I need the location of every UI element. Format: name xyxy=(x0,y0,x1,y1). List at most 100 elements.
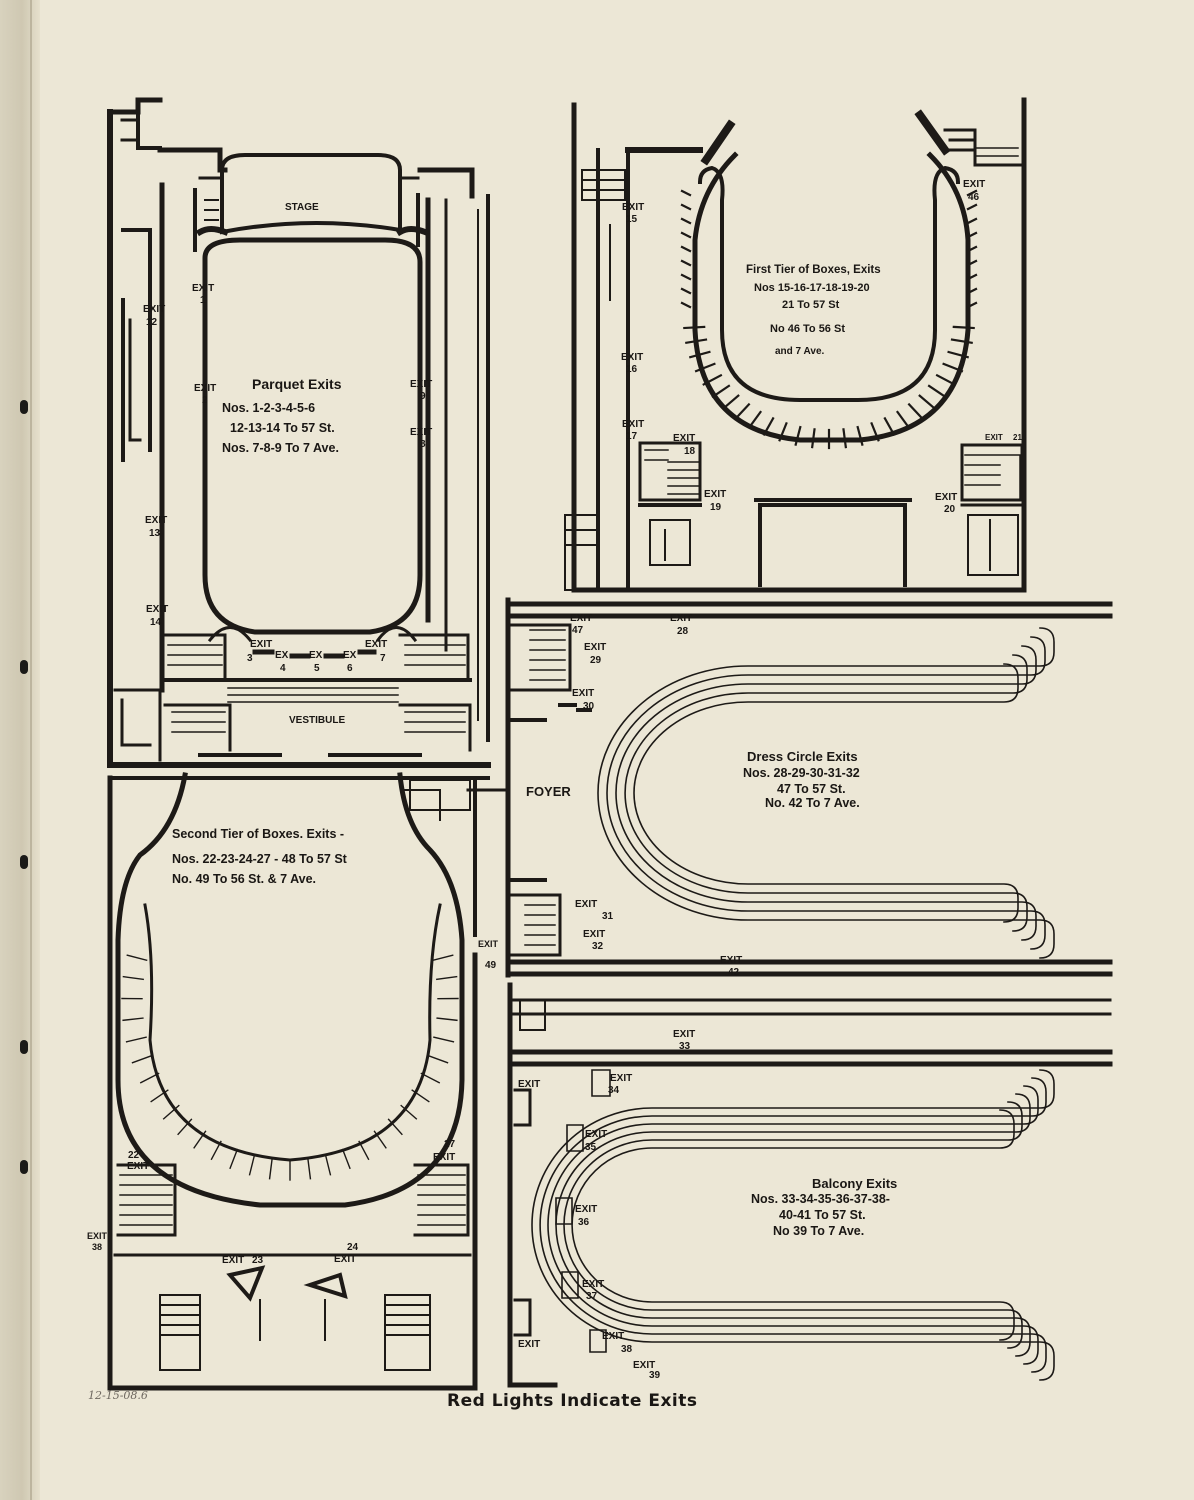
exit-28-word: EXIT xyxy=(670,613,693,624)
box-partition xyxy=(680,203,692,211)
dress-circle-row xyxy=(624,654,1028,932)
box-partition xyxy=(966,287,978,295)
exit-21-word: EXIT xyxy=(985,433,1003,442)
binding-hole xyxy=(20,1040,28,1054)
box-partition xyxy=(883,416,896,436)
dress-circle-line-3: No. 42 To 7 Ave. xyxy=(765,796,860,810)
box-partition xyxy=(966,245,978,253)
box-partition xyxy=(680,273,692,281)
box-partition xyxy=(126,954,148,962)
exit-3-word: EXIT xyxy=(250,639,273,650)
exit-15-number: 15 xyxy=(626,214,638,225)
dress-circle-row xyxy=(597,627,1055,959)
box-partition xyxy=(966,203,978,211)
exit-37-word: EXIT xyxy=(582,1279,605,1290)
box-partition xyxy=(747,410,763,429)
exit-49-word: EXIT xyxy=(478,939,499,949)
binding-hole xyxy=(20,1160,28,1174)
exit-39-word: EXIT xyxy=(633,1360,656,1371)
parquet-line-3: Nos. 7-8-9 To 7 Ave. xyxy=(222,441,339,455)
exit-30-word: EXIT xyxy=(572,688,595,699)
exit-17-word: EXIT xyxy=(622,419,645,430)
box-partition xyxy=(694,362,716,373)
box-partition xyxy=(680,245,692,253)
exit-20-word: EXIT xyxy=(935,492,958,503)
exit-38-number: 38 xyxy=(92,1242,103,1252)
box-partition xyxy=(420,1072,441,1084)
box-partition xyxy=(324,1154,332,1176)
exit-32-number: 32 xyxy=(592,941,604,952)
second-tier-plan xyxy=(107,772,507,1391)
box-partition xyxy=(702,373,723,386)
footer-caption: Red Lights Indicate Exits xyxy=(447,1391,698,1411)
box-partition xyxy=(870,421,880,442)
box-partition xyxy=(427,1054,449,1064)
box-partition xyxy=(947,350,970,359)
box-partition xyxy=(193,1130,207,1149)
second-tier-line-1: Nos. 22-23-24-27 - 48 To 57 St xyxy=(172,852,347,866)
exit-15-word: EXIT xyxy=(622,202,645,213)
exit-2-number: 2 xyxy=(202,395,208,406)
box-partition xyxy=(433,1036,455,1043)
dress-circle-row xyxy=(606,636,1046,950)
box-partition xyxy=(131,1054,153,1064)
exit-24-number: 24 xyxy=(347,1242,359,1253)
exit-28-number: 28 xyxy=(677,626,689,637)
box-partition xyxy=(411,1089,430,1103)
stage-label: STAGE xyxy=(285,202,319,213)
exit-13-number: 13 xyxy=(149,528,161,539)
binding-spine xyxy=(0,0,40,1500)
balcony-exit-door xyxy=(589,1329,607,1353)
dress-circle-title: Dress Circle Exits xyxy=(747,749,858,764)
second-tier-title: Second Tier of Boxes. Exits - xyxy=(172,827,345,841)
box-partition xyxy=(162,1104,180,1120)
balcony-exit-door xyxy=(591,1069,611,1097)
exit-38-word: EXIT xyxy=(87,1231,108,1241)
binding-hole xyxy=(20,855,28,869)
binding-hole xyxy=(20,660,28,674)
exit-7-number: 7 xyxy=(380,653,386,664)
parquet-plan xyxy=(107,97,491,768)
box-partition xyxy=(778,421,788,442)
box-partition xyxy=(436,1017,458,1022)
box-partition xyxy=(680,231,692,239)
box-partition xyxy=(400,1104,418,1120)
exit-47-word: EXIT xyxy=(570,613,593,624)
exit-29-number: 29 xyxy=(590,655,602,666)
exit-34-number: 34 xyxy=(608,1085,620,1096)
balcony-row xyxy=(547,1085,1039,1365)
box-partition xyxy=(952,325,975,330)
first-tier-line-4: and 7 Ave. xyxy=(775,346,825,357)
box-partition xyxy=(139,1072,160,1084)
box-partition xyxy=(722,394,740,410)
exit-6-word: EX xyxy=(343,650,357,661)
box-partition xyxy=(122,975,144,981)
balcony-exit-door xyxy=(561,1271,579,1299)
dress-circle-row xyxy=(615,645,1037,941)
first-tier-line-2: 21 To 57 St xyxy=(782,299,840,311)
exit-6-number: 6 xyxy=(347,663,353,674)
balcony-row xyxy=(563,1101,1023,1349)
box-partition xyxy=(734,402,751,420)
exit-21-number: 21 xyxy=(1013,433,1022,442)
box-partition xyxy=(895,410,911,429)
spine-fold xyxy=(30,0,32,1500)
exit-31-word: EXIT xyxy=(575,899,598,910)
exit-24-word: EXIT xyxy=(334,1254,357,1265)
exit-12-number: 12 xyxy=(146,317,158,328)
parquet-line-1: Nos. 1-2-3-4-5-6 xyxy=(222,401,316,415)
exit-5-word: EX xyxy=(309,650,323,661)
dress-circle-line-2: 47 To 57 St. xyxy=(777,782,846,796)
box-partition xyxy=(680,217,692,225)
box-partition xyxy=(966,231,978,239)
box-partition xyxy=(856,425,864,446)
exit-38b-word: EXIT xyxy=(602,1331,625,1342)
box-partition xyxy=(810,428,816,449)
exit-16-number: 16 xyxy=(626,364,638,375)
exit-14-number: 14 xyxy=(150,617,162,628)
box-partition xyxy=(683,325,706,330)
exit-27-number: 27 xyxy=(444,1139,456,1150)
exit-27-word: EXIT xyxy=(433,1152,456,1163)
exit-35-word: EXIT xyxy=(585,1129,608,1140)
